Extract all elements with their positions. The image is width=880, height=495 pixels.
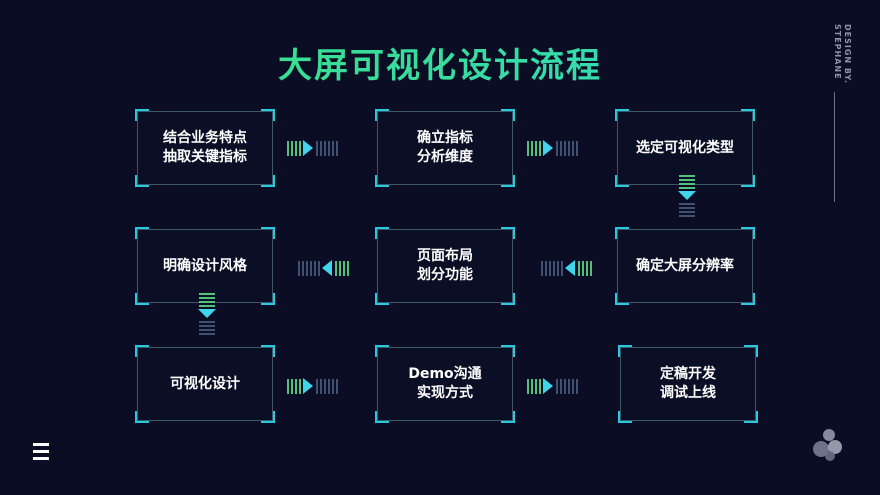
flow-step-2-label: 确立指标 分析维度 bbox=[417, 130, 473, 165]
flow-step-4: 确定大屏分辨率 bbox=[615, 227, 755, 305]
arrow-right-icon bbox=[527, 140, 580, 156]
designer-credit: DESIGN BY. STEPHANE bbox=[832, 24, 852, 84]
flow-step-1: 结合业务特点 抽取关键指标 bbox=[135, 109, 275, 187]
flow-step-2: 确立指标 分析维度 bbox=[375, 109, 515, 187]
arrow-left-icon bbox=[541, 260, 594, 276]
flow-step-7-label: 可视化设计 bbox=[170, 375, 240, 392]
flow-step-3: 选定可视化类型 bbox=[615, 109, 755, 187]
flow-step-1-label: 结合业务特点 抽取关键指标 bbox=[163, 130, 247, 165]
arrow-down-icon bbox=[678, 175, 696, 219]
arrow-left-icon bbox=[298, 260, 351, 276]
flow-step-9: 定稿开发 调试上线 bbox=[618, 345, 758, 423]
flow-step-9-label: 定稿开发 调试上线 bbox=[660, 366, 716, 401]
arrow-right-icon bbox=[287, 140, 340, 156]
designer-credit-line-2: STEPHANE bbox=[833, 24, 842, 80]
flow-step-7: 可视化设计 bbox=[135, 345, 275, 423]
page-title: 大屏可视化设计流程 bbox=[0, 38, 880, 87]
logo-icon bbox=[813, 429, 842, 461]
flow-step-6: 明确设计风格 bbox=[135, 227, 275, 305]
designer-credit-line-1: DESIGN BY. bbox=[843, 24, 852, 85]
flow-step-8-label: Demo沟通 实现方式 bbox=[408, 366, 482, 401]
menu-icon[interactable] bbox=[33, 443, 49, 464]
arrow-right-icon bbox=[287, 378, 340, 394]
arrow-down-icon bbox=[198, 293, 216, 337]
flow-step-5-label: 页面布局 划分功能 bbox=[417, 248, 473, 283]
flow-step-5: 页面布局 划分功能 bbox=[375, 227, 515, 305]
flow-step-8: Demo沟通 实现方式 bbox=[375, 345, 515, 423]
arrow-right-icon bbox=[527, 378, 580, 394]
side-divider bbox=[834, 92, 835, 202]
flow-step-3-label: 选定可视化类型 bbox=[636, 139, 734, 156]
flow-step-4-label: 确定大屏分辨率 bbox=[636, 257, 734, 274]
flow-step-6-label: 明确设计风格 bbox=[163, 257, 247, 274]
